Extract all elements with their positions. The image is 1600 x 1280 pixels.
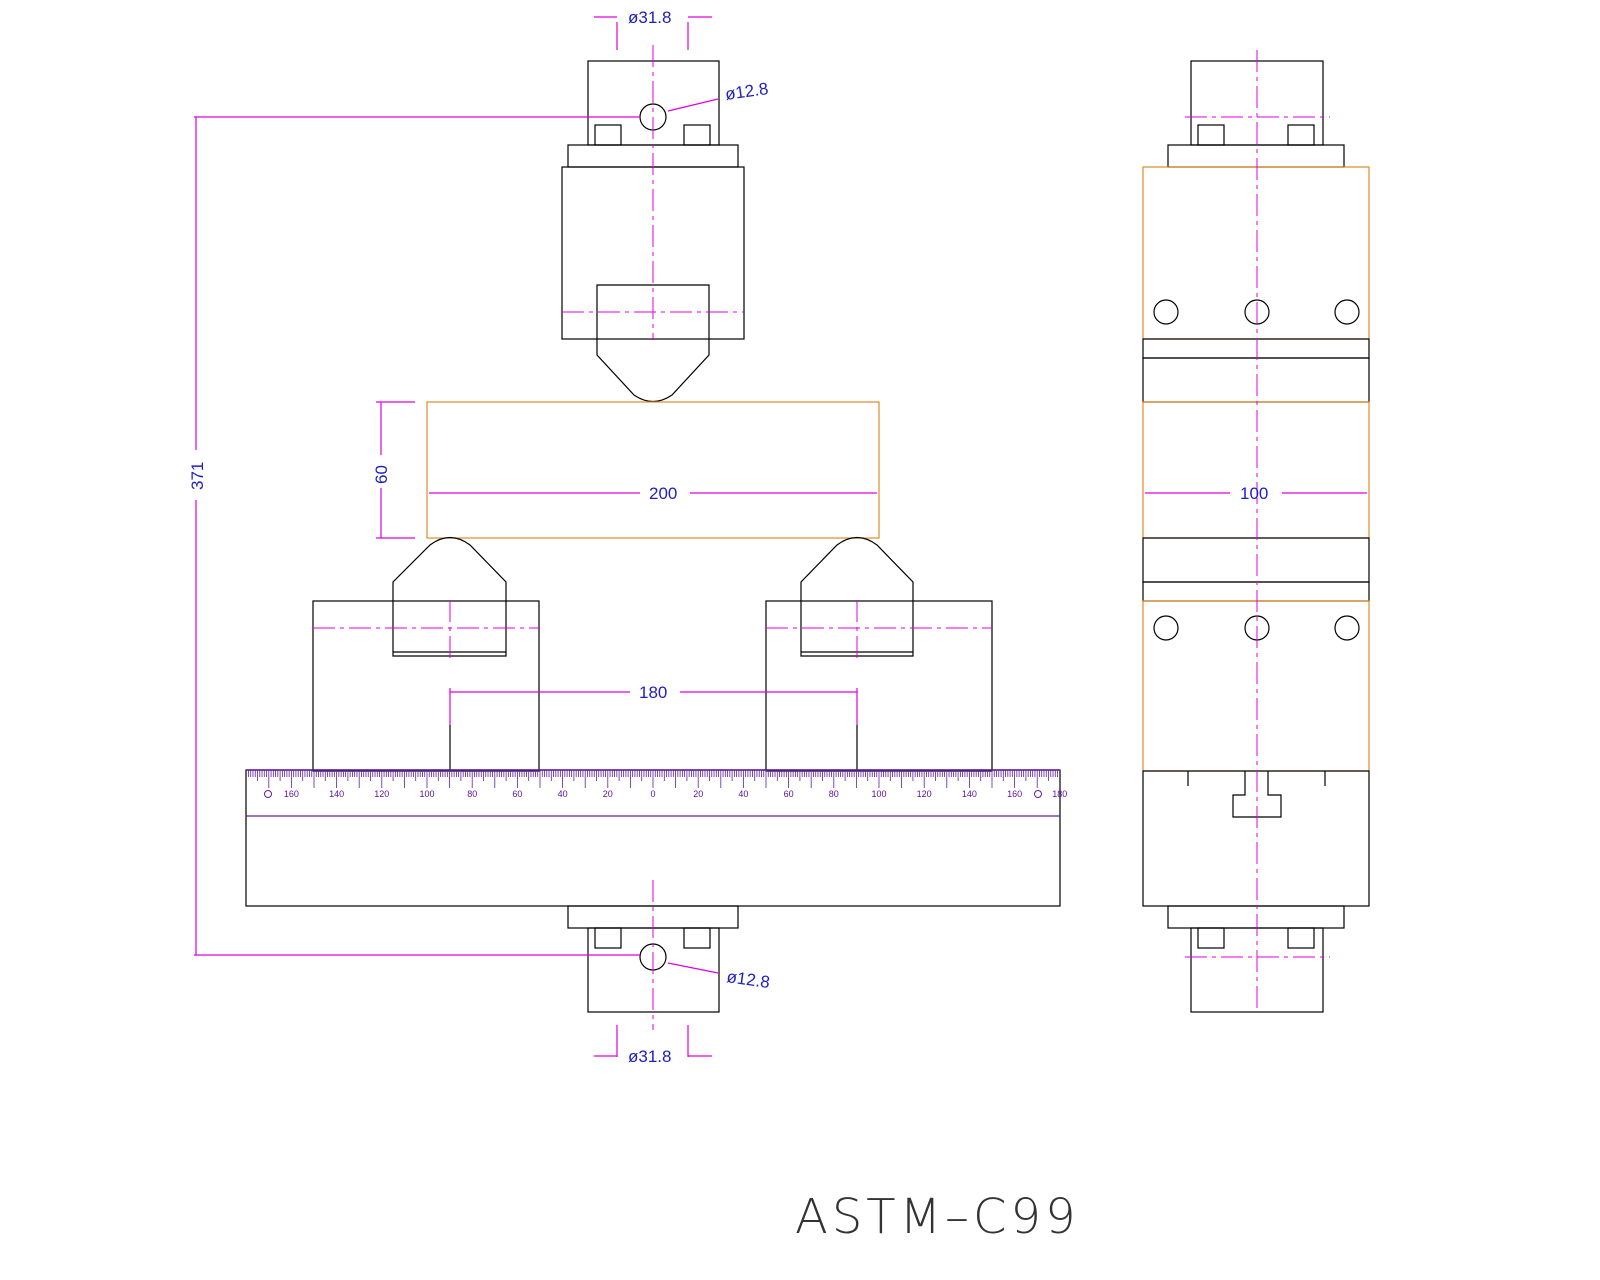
ruler-label: 120 xyxy=(374,789,389,799)
dimensions: ø31.8 ø12.8 371 60 200 180 ø12.8 ø31.8 xyxy=(188,8,877,1066)
ruler-label: 120 xyxy=(917,789,932,799)
side-view: 100 xyxy=(1142,50,1370,1013)
ruler-label: 140 xyxy=(962,789,977,799)
dim-top-pin-diameter: ø12.8 xyxy=(724,79,770,104)
ruler-label: 60 xyxy=(784,789,794,799)
ruler-hole-right xyxy=(1034,790,1042,798)
ruler-label: 100 xyxy=(419,789,434,799)
ruler-label: 60 xyxy=(512,789,522,799)
dim-bottom-pin-diameter: ø12.8 xyxy=(725,967,771,992)
dim-specimen-length: 200 xyxy=(649,484,677,503)
ruler-label: 100 xyxy=(871,789,886,799)
drawing-title: ASTM–C99 xyxy=(795,1189,1080,1245)
dim-top-outer-diameter: ø31.8 xyxy=(628,8,671,27)
ruler-label: 0 xyxy=(650,789,655,799)
ruler-label: 40 xyxy=(558,789,568,799)
lower-supports xyxy=(312,536,993,772)
dim-support-span: 180 xyxy=(639,683,667,702)
ruler-label: 140 xyxy=(329,789,344,799)
ruler-label: 180 xyxy=(1052,789,1067,799)
dim-overall-height: 371 xyxy=(188,462,207,490)
ruler-label: 80 xyxy=(829,789,839,799)
ruler-label: 80 xyxy=(467,789,477,799)
ruler-hole-left xyxy=(264,790,272,798)
ruler-base: 160 140 120 100 80 60 40 20 0 20 40 60 80 100 120 140 16… xyxy=(245,769,1067,907)
dim-bottom-outer-diameter: ø31.8 xyxy=(628,1047,671,1066)
dim-specimen-width: 100 xyxy=(1240,484,1268,503)
specimen-beam xyxy=(426,401,880,539)
ruler-label: 40 xyxy=(738,789,748,799)
ruler-label: 160 xyxy=(284,789,299,799)
ruler-label: 160 xyxy=(1007,789,1022,799)
ruler-label: 20 xyxy=(603,789,613,799)
ruler-label: 20 xyxy=(693,789,703,799)
dim-specimen-height: 60 xyxy=(372,465,391,484)
